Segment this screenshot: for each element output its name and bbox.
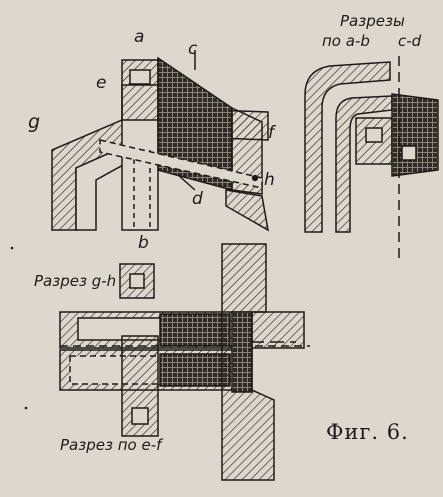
label-b: b [138, 233, 149, 253]
section-cd-label: c-d [398, 32, 422, 50]
assembly-view [51, 50, 270, 232]
label-c: c [188, 39, 198, 59]
bar-core [159, 313, 231, 347]
section-outer-shell [304, 61, 391, 233]
section-bottom-view [59, 243, 310, 481]
rod-h [99, 139, 263, 189]
block-e-window [129, 69, 151, 85]
bar-mid-core [159, 353, 231, 387]
section-gh-block [119, 263, 155, 299]
label-e: e [96, 73, 106, 93]
section-cd-window [401, 145, 417, 161]
label-h: h [264, 170, 275, 190]
label-d: d [192, 189, 203, 209]
end-piece-f [225, 189, 270, 232]
bar-hollow [77, 317, 161, 341]
label-f: f [268, 123, 277, 143]
section-ab-window [365, 127, 383, 143]
block-a [121, 59, 159, 121]
section-ab-cd-view [304, 56, 439, 264]
label-a: a [134, 27, 144, 47]
section-gh-label: Разрез g-h [34, 272, 116, 290]
stem-window [131, 407, 149, 425]
label-g: g [28, 111, 40, 133]
section-ab-cd-title: Разрезы [340, 12, 405, 30]
right-post-slot [231, 311, 253, 393]
section-gh-window [129, 273, 145, 289]
figure-caption: Фиг. 6. [326, 420, 409, 444]
section-ab-label: по a-b [322, 32, 370, 50]
section-ef-label: Разрез по e-f [60, 436, 164, 454]
